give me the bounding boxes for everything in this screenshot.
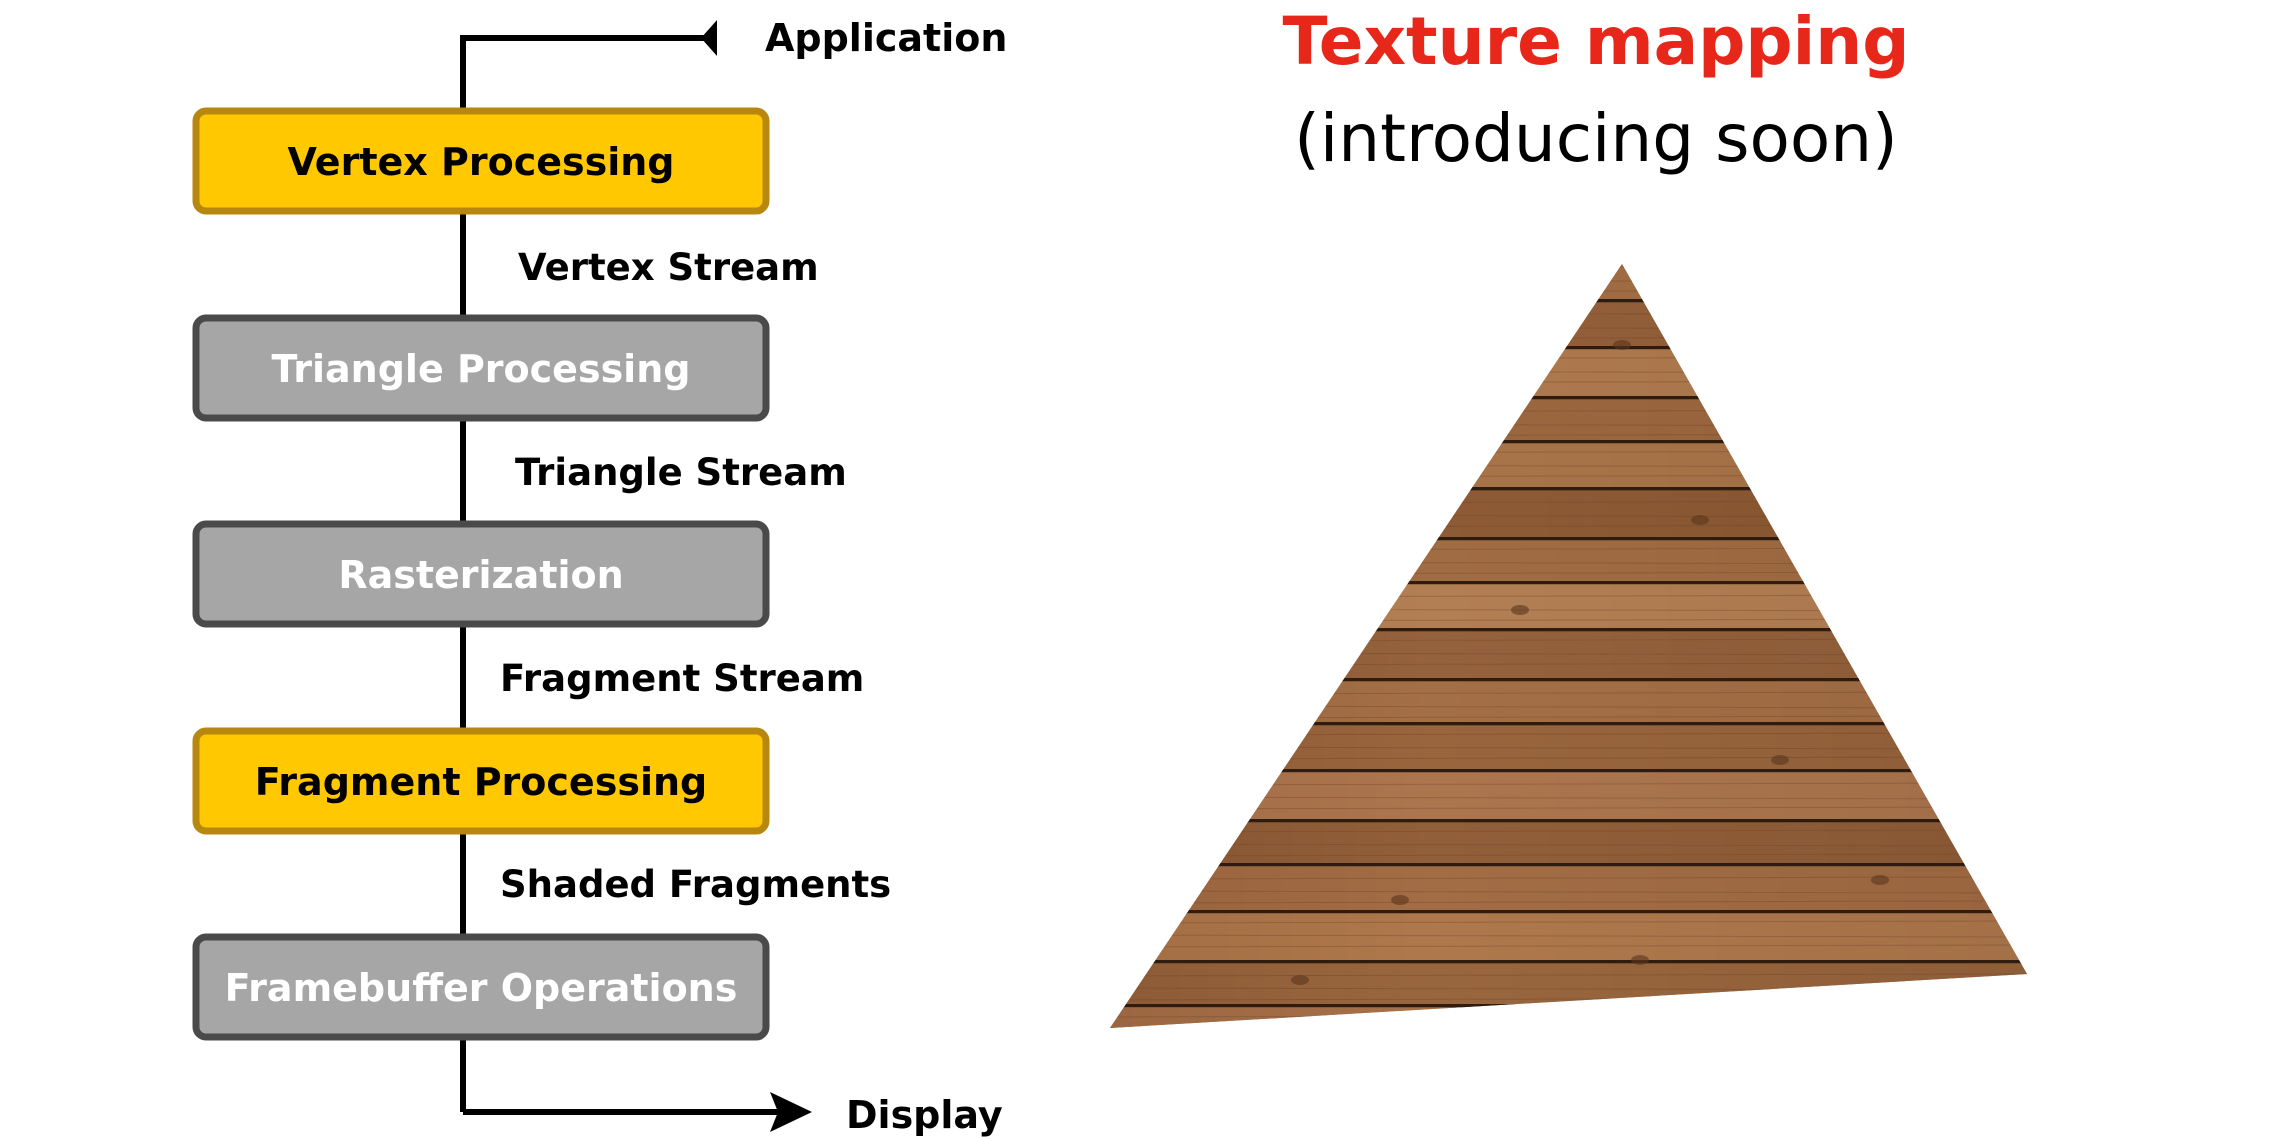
stage-rect-3 [192, 727, 770, 835]
wood-plank [1110, 302, 2027, 349]
wood-plank-gap [1110, 440, 2027, 444]
wood-grain-line [1110, 853, 2027, 857]
wood-plank [1110, 399, 2027, 443]
stage-box-vertex-processing: Vertex Processing [192, 107, 770, 215]
wood-knot [1391, 895, 1409, 905]
wood-knot [1291, 975, 1309, 985]
wood-plank [1110, 490, 2027, 540]
wood-grain-line [1100, 1029, 2040, 1031]
wood-plank-gap [1110, 346, 2027, 350]
wood-knot [1511, 605, 1529, 615]
wood-plank [1110, 822, 2027, 866]
wood-grain-line [1110, 265, 2027, 269]
stage-label-vertex-processing: Vertex Processing [287, 140, 674, 184]
wood-plank-gap [1110, 628, 2027, 632]
stage-rect-2 [192, 520, 770, 628]
wood-plank-gap [1100, 1051, 2040, 1055]
wood-grain-line [1110, 843, 2027, 847]
stage-label-triangle-processing: Triangle Processing [272, 347, 691, 391]
wood-texture-fill [1100, 264, 2040, 1055]
wood-plank-gap [1110, 537, 2027, 541]
wood-plank [1110, 264, 2027, 302]
wood-grain-line [1100, 1039, 2040, 1041]
wood-plank [1110, 631, 2027, 681]
stage-box-rasterization: Rasterization [192, 520, 770, 628]
wood-grain-line [1110, 900, 2027, 904]
wood-knot [1613, 340, 1631, 350]
wood-knot [1631, 955, 1649, 965]
wood-plank-gap [1110, 722, 2027, 726]
stage-rect-1 [192, 314, 770, 422]
wood-plank-gap [1110, 678, 2027, 682]
wood-grain-line [1110, 289, 2027, 293]
stage-label-fragment-processing: Fragment Processing [255, 760, 707, 804]
wood-plank-gap [1110, 819, 2027, 823]
wood-grain-line [1110, 326, 2027, 330]
heading-title: Texture mapping [1282, 3, 1909, 80]
stage-box-framebuffer-operations: Framebuffer Operations [192, 933, 770, 1041]
wood-plank-gap [1110, 396, 2027, 400]
stage-label-rasterization: Rasterization [338, 553, 623, 597]
wood-plank-gap [1110, 960, 2027, 964]
wood-plank [1110, 913, 2027, 963]
wood-textured-triangle [1100, 264, 2040, 1055]
stage-label-framebuffer-operations: Framebuffer Operations [225, 966, 738, 1010]
application-input-line [460, 35, 713, 111]
wood-plank [1110, 540, 2027, 584]
wood-grain-line [1110, 890, 2027, 894]
wood-planks [1100, 264, 2040, 1055]
wood-plank [1110, 584, 2027, 631]
application-arrowhead-icon [701, 20, 717, 56]
display-label: Display [846, 1093, 1003, 1137]
stream-label-triangle-stream: Triangle Stream [515, 451, 847, 494]
wood-plank [1110, 681, 2027, 725]
stage-box-fragment-processing: Fragment Processing [192, 727, 770, 835]
wood-grain-line [1110, 279, 2027, 283]
wood-plank [1110, 1007, 2027, 1028]
wood-plank-gap [1110, 910, 2027, 914]
wood-plank [1110, 866, 2027, 913]
stage-rect-0 [192, 107, 770, 215]
stage-rect-4 [192, 933, 770, 1041]
application-label: Application [765, 16, 1007, 60]
wood-plank-gap [1110, 299, 2027, 303]
stage-box-triangle-processing: Triangle Processing [192, 314, 770, 422]
wood-grain-line [1110, 336, 2027, 340]
wood-knot [1691, 515, 1709, 525]
wood-grain-line [1110, 973, 2027, 977]
heading-subtitle: (introducing soon) [1294, 100, 1898, 177]
wood-grain-line [1110, 312, 2027, 316]
display-arrowhead-icon [770, 1092, 812, 1132]
wood-plank [1110, 772, 2027, 822]
wood-knot [1871, 875, 1889, 885]
stream-label-vertex-stream: Vertex Stream [518, 246, 819, 289]
wood-grain-line [1110, 829, 2027, 833]
wood-plank [1110, 349, 2027, 399]
wood-plank-gap [1110, 769, 2027, 773]
wood-plank-gap [1110, 863, 2027, 867]
stream-label-shaded-fragments: Shaded Fragments [500, 863, 891, 906]
stream-label-fragment-stream: Fragment Stream [500, 657, 864, 700]
wood-grain-line [1110, 920, 2027, 924]
wood-grain-line [1110, 944, 2027, 948]
wood-knot [1771, 755, 1789, 765]
wood-plank-gap [1110, 487, 2027, 491]
wood-plank [1110, 963, 2027, 1007]
wood-grain-line [1110, 934, 2027, 938]
wood-plank-gap [1110, 581, 2027, 585]
